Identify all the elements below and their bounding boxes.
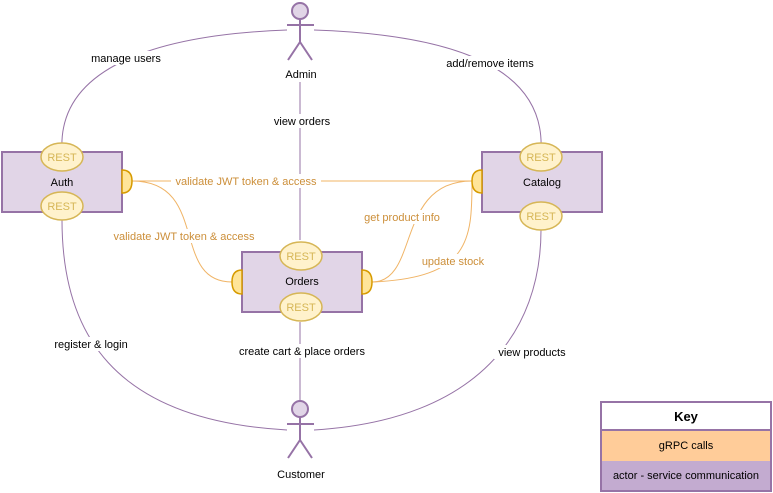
orders-label: Orders: [285, 276, 319, 288]
rest-label: REST: [286, 251, 316, 263]
catalog-label: Catalog: [523, 177, 561, 189]
catalog-port-left: [471, 169, 483, 194]
rest-label: REST: [286, 302, 316, 314]
edge-label-register-login: register & login: [54, 339, 127, 351]
auth-label: Auth: [51, 177, 74, 189]
edge-customer-catalog: [313, 229, 542, 431]
orders-port-left: [231, 269, 243, 295]
grpc-orders-catalog-stock: [371, 180, 473, 283]
rest-label: REST: [47, 201, 77, 213]
customer-label: Customer: [277, 469, 325, 481]
edge-label-add-remove-items: add/remove items: [446, 58, 534, 70]
rest-label: REST: [526, 211, 556, 223]
customer-actor: [287, 400, 314, 459]
legend-actor-service: actor - service communication: [600, 461, 772, 492]
rest-label: REST: [47, 152, 77, 164]
orders-port-right: [361, 269, 373, 295]
auth-rest-top: REST: [40, 142, 84, 172]
auth-rest-bottom: REST: [40, 191, 84, 221]
edge-label-get-product-info: get product info: [364, 212, 440, 224]
catalog-rest-bottom: REST: [519, 201, 563, 231]
catalog-rest-top: REST: [519, 142, 563, 172]
edge-admin-auth: [61, 29, 288, 151]
edge-admin-catalog: [313, 29, 542, 151]
edge-label-validate-jwt-top: validate JWT token & access: [175, 176, 317, 188]
legend-title: Key: [600, 401, 772, 431]
admin-label: Admin: [285, 69, 316, 81]
edge-label-manage-users: manage users: [91, 53, 161, 65]
admin-actor: [287, 2, 314, 61]
edge-label-view-orders: view orders: [274, 116, 331, 128]
orders-rest-top: REST: [279, 241, 323, 271]
auth-port-right: [121, 169, 133, 194]
orders-rest-bottom: REST: [279, 292, 323, 322]
edge-label-update-stock: update stock: [422, 256, 485, 268]
rest-label: REST: [526, 152, 556, 164]
edge-label-validate-jwt-left: validate JWT token & access: [113, 231, 255, 243]
legend-grpc-calls: gRPC calls: [600, 431, 772, 461]
edge-customer-auth: [61, 219, 288, 431]
legend-key: Key gRPC calls actor - service communica…: [600, 401, 772, 492]
edge-label-create-cart: create cart & place orders: [239, 346, 365, 358]
grpc-orders-catalog-info: [371, 180, 473, 283]
edge-label-view-products: view products: [498, 347, 566, 359]
